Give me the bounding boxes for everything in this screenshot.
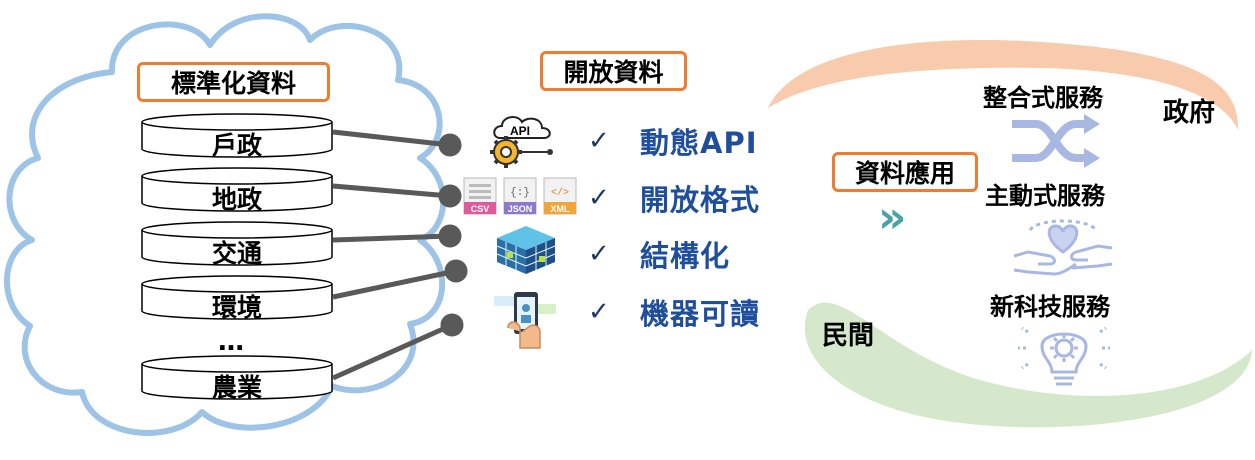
database-environment: 環境 — [141, 275, 333, 322]
check-icon: ✓ — [588, 239, 610, 269]
svg-text:CSV: CSV — [471, 204, 490, 214]
feature-label: 結構化 — [640, 239, 731, 273]
svg-text:</>: </> — [551, 187, 569, 199]
feature-label: 機器可讀 — [640, 297, 761, 331]
service-proactive: 主動式服務 — [985, 182, 1105, 210]
api-gear-icon: API — [490, 116, 553, 168]
service-integrated: 整合式服務 — [983, 84, 1103, 112]
connector-line — [332, 233, 451, 243]
connector-dot — [438, 184, 462, 208]
svg-text:API: API — [510, 124, 530, 138]
feature-row-open-format: ✓ 開放格式 — [588, 177, 760, 219]
database-cylinder-icon — [141, 113, 333, 158]
shuffle-icon — [1012, 114, 1100, 168]
service-new-tech: 新科技服務 — [990, 293, 1110, 321]
cloud-shape — [4, 13, 447, 436]
svg-text:{:}: {:} — [510, 187, 530, 199]
data-cube-icon — [496, 226, 556, 274]
database-cylinder-icon — [141, 275, 333, 320]
feature-label: 開放格式 — [640, 183, 761, 217]
standardized-data-title: 標準化資料 — [137, 62, 330, 102]
database-land: 地政 — [141, 167, 333, 214]
database-label: 環境 — [211, 293, 262, 322]
database-household: 戶政 — [141, 113, 333, 160]
connector-dot — [440, 313, 464, 337]
database-label: 戶政 — [211, 131, 262, 160]
connector-line — [332, 268, 457, 300]
ellipsis: … — [218, 327, 246, 357]
connector-dot — [438, 133, 462, 157]
connector-line — [332, 129, 451, 148]
feature-row-dynamic-api: ✓ 動態API — [588, 120, 758, 162]
machine-readable-phone-icon — [494, 292, 556, 349]
connector-lines — [331, 129, 468, 381]
database-transport: 交通 — [141, 221, 333, 268]
application-bands — [768, 39, 1252, 428]
database-cylinder-icon — [141, 167, 333, 212]
svg-text:JSON: JSON — [508, 204, 533, 214]
government-band — [768, 39, 1239, 130]
check-icon: ✓ — [588, 126, 610, 156]
svg-text:XML: XML — [551, 204, 571, 214]
lightbulb-gear-icon — [1018, 326, 1110, 386]
database-agriculture: 農業 — [141, 355, 333, 402]
connector-line — [332, 183, 451, 199]
feature-row-structured: ✓ 結構化 — [588, 233, 730, 275]
data-application-title: 資料應用 — [832, 152, 978, 192]
hands-heart-icon — [1013, 219, 1113, 276]
citizen-band — [804, 302, 1252, 428]
citizen-label: 民間 — [822, 321, 875, 351]
open-data-title: 開放資料 — [540, 51, 687, 91]
connector-line — [331, 322, 454, 381]
database-cylinder-icon — [141, 355, 333, 400]
database-label: 交通 — [211, 239, 262, 268]
double-chevron-icon: » — [878, 192, 907, 243]
database-label: 地政 — [211, 185, 262, 214]
government-label: 政府 — [1163, 98, 1216, 128]
check-icon: ✓ — [588, 297, 610, 327]
connector-dot — [444, 259, 468, 283]
database-cylinder-icon — [141, 221, 333, 266]
file-formats-icon: CSV {:} JSON </> XML — [463, 177, 577, 215]
database-label: 農業 — [211, 373, 262, 402]
check-icon: ✓ — [588, 183, 610, 213]
feature-row-machine-readable: ✓ 機器可讀 — [588, 291, 760, 333]
feature-label: 動態API — [640, 126, 758, 160]
connector-dot — [438, 224, 462, 248]
